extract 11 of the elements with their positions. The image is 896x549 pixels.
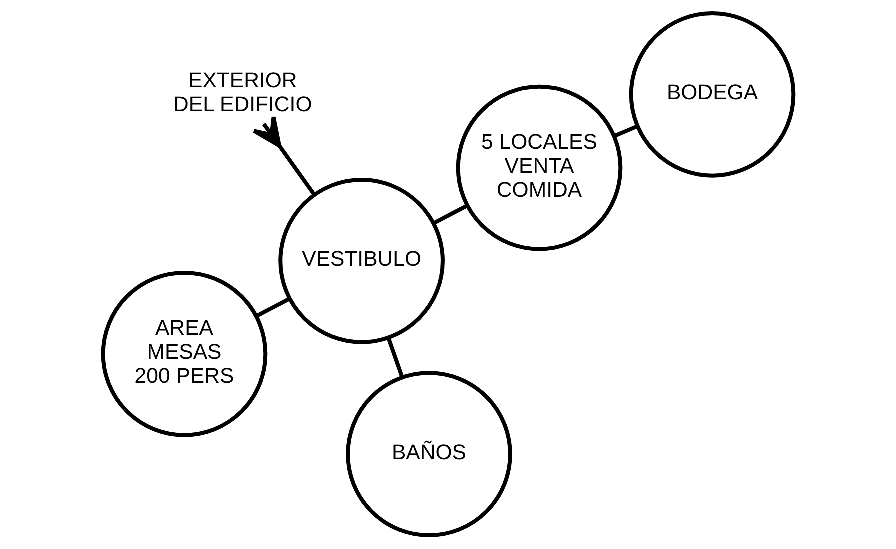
node-circle: BAÑOS xyxy=(346,371,512,538)
node-circle: 5 LOCALES VENTA COMIDA xyxy=(456,84,622,252)
node-circle: AREA MESAS 200 PERS xyxy=(100,270,268,438)
connector xyxy=(386,337,404,378)
node-circle: BODEGA xyxy=(628,12,796,178)
node-text: EXTERIOR DEL EDIFICIO xyxy=(173,68,312,117)
connector xyxy=(252,115,316,196)
connector xyxy=(613,124,638,138)
connector xyxy=(255,297,290,318)
node-circle: VESTIBULO xyxy=(278,178,444,344)
connector xyxy=(432,204,468,226)
